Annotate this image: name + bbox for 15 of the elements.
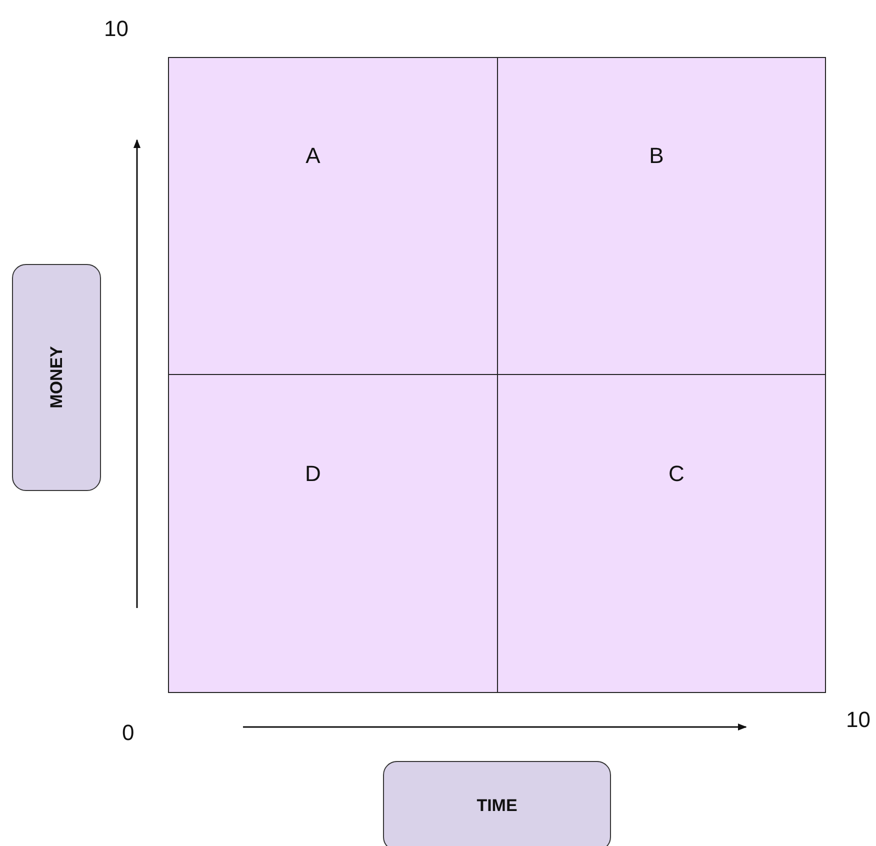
quadrant-label: B (649, 143, 664, 169)
quadrant-cell (497, 57, 826, 375)
quadrant-cell (497, 374, 826, 693)
axis-title: MONEY (46, 346, 66, 409)
axis-tick-label: 10 (846, 707, 870, 733)
axis-title-box (12, 264, 101, 491)
axis-title-box (383, 761, 611, 846)
quadrant-cell (168, 57, 498, 375)
axis-tick-label: 0 (122, 720, 134, 746)
axis-title: TIME (476, 796, 518, 816)
quadrant-label: C (668, 460, 684, 486)
quadrant-label: D (305, 460, 321, 486)
quadrant-label: A (306, 143, 320, 169)
quadrant-cell (168, 374, 498, 693)
axis-tick-label: 10 (104, 16, 128, 42)
